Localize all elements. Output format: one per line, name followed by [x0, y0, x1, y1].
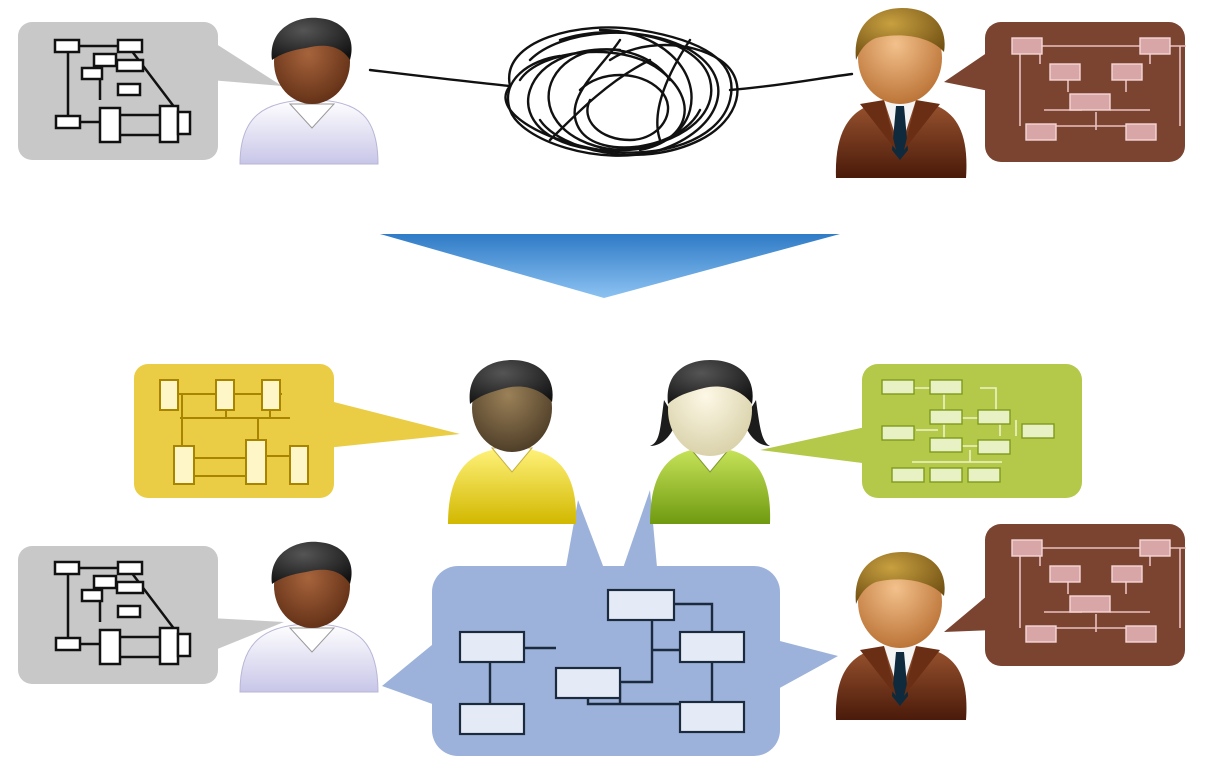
gray-flowchart-bubble [18, 22, 282, 160]
green-flowchart-bubble [760, 364, 1082, 498]
tangled-line [368, 26, 854, 157]
yellow-flowchart-bubble [134, 364, 460, 498]
downward-arrow-icon [380, 234, 840, 298]
person-brown-suit [835, 8, 967, 178]
person-dark-skin-white-shirt-bottom [239, 541, 379, 693]
gray-flowchart-bubble-bottom [18, 546, 284, 684]
brown-flowchart-bubble [944, 22, 1186, 162]
blue-shared-model-bubble [382, 490, 838, 756]
person-yellow-shirt [448, 360, 577, 524]
person-dark-skin-white-shirt [239, 17, 379, 165]
brown-flowchart-bubble-bottom [944, 524, 1186, 666]
person-brown-suit-bottom [835, 552, 967, 720]
person-green-shirt [650, 360, 771, 524]
